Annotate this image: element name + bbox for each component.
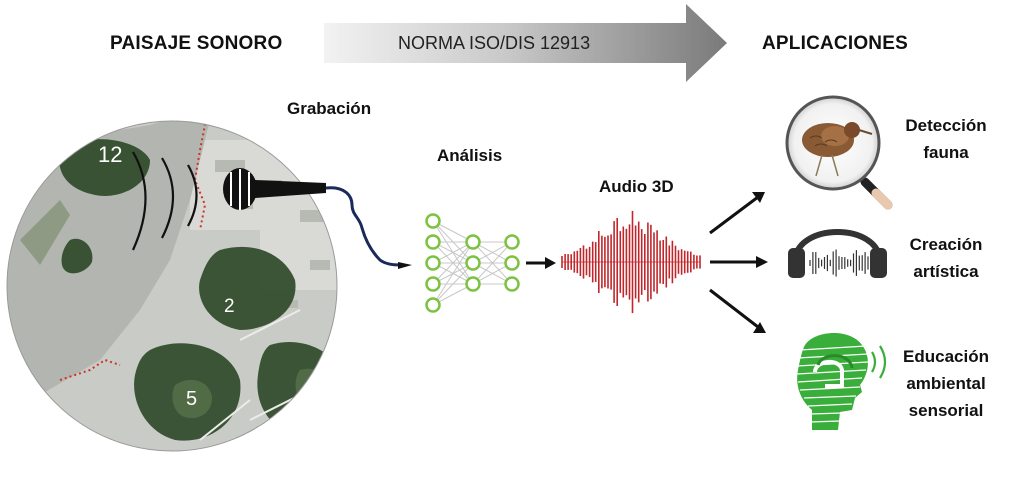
- network-edge: [472, 241, 513, 285]
- application-label-line: fauna: [923, 143, 969, 162]
- left-title: PAISAJE SONORO: [110, 33, 283, 54]
- network-edge: [432, 241, 474, 285]
- head-speaking-icon: [796, 332, 887, 430]
- right-title: APLICACIONES: [762, 33, 908, 54]
- network-node: [504, 276, 520, 292]
- application-label-art: Creación artística: [888, 231, 1004, 285]
- application-label-line: Educación: [903, 347, 989, 366]
- network-node: [465, 234, 481, 250]
- application-label-education: Educación ambiental sensorial: [888, 343, 1004, 424]
- network-node: [425, 255, 441, 271]
- application-label-line: ambiental: [906, 374, 986, 393]
- application-label-line: artística: [913, 262, 979, 281]
- network-node: [425, 213, 441, 229]
- header-arrow-label: NORMA ISO/DIS 12913: [398, 33, 591, 53]
- microphone-cable: [325, 186, 401, 267]
- network-node: [465, 255, 481, 271]
- satellite-map: [7, 121, 337, 451]
- application-label-line: sensorial: [908, 401, 984, 420]
- map-zone-label: 4: [320, 388, 332, 410]
- network-node: [504, 255, 520, 271]
- headphones-icon: [788, 229, 887, 278]
- network-node: [425, 276, 441, 292]
- microphone-icon: [223, 168, 326, 210]
- application-label-line: Detección: [905, 116, 987, 135]
- map-zone-label: 2: [224, 296, 235, 317]
- network-node: [465, 276, 481, 292]
- neural-network-icon: [425, 213, 520, 313]
- header-arrow: [324, 4, 727, 82]
- waveform-icon: [561, 210, 701, 314]
- analysis-label: Análisis: [437, 146, 503, 165]
- network-node: [504, 234, 520, 250]
- magnifier-bird-icon: [785, 95, 893, 210]
- sound-waves-icon: [131, 151, 198, 251]
- map-zone-label: 12: [98, 142, 123, 167]
- application-arrows: [709, 192, 768, 333]
- application-label-line: Creación: [909, 235, 983, 254]
- audio3d-label: Audio 3D: [599, 177, 674, 196]
- network-edge: [432, 241, 474, 306]
- recording-label: Grabación: [287, 99, 372, 118]
- map-zone-label: 5: [186, 388, 198, 410]
- application-label-fauna: Detección fauna: [888, 112, 1004, 166]
- network-node: [425, 234, 441, 250]
- network-edge: [432, 262, 474, 306]
- network-node: [425, 297, 441, 313]
